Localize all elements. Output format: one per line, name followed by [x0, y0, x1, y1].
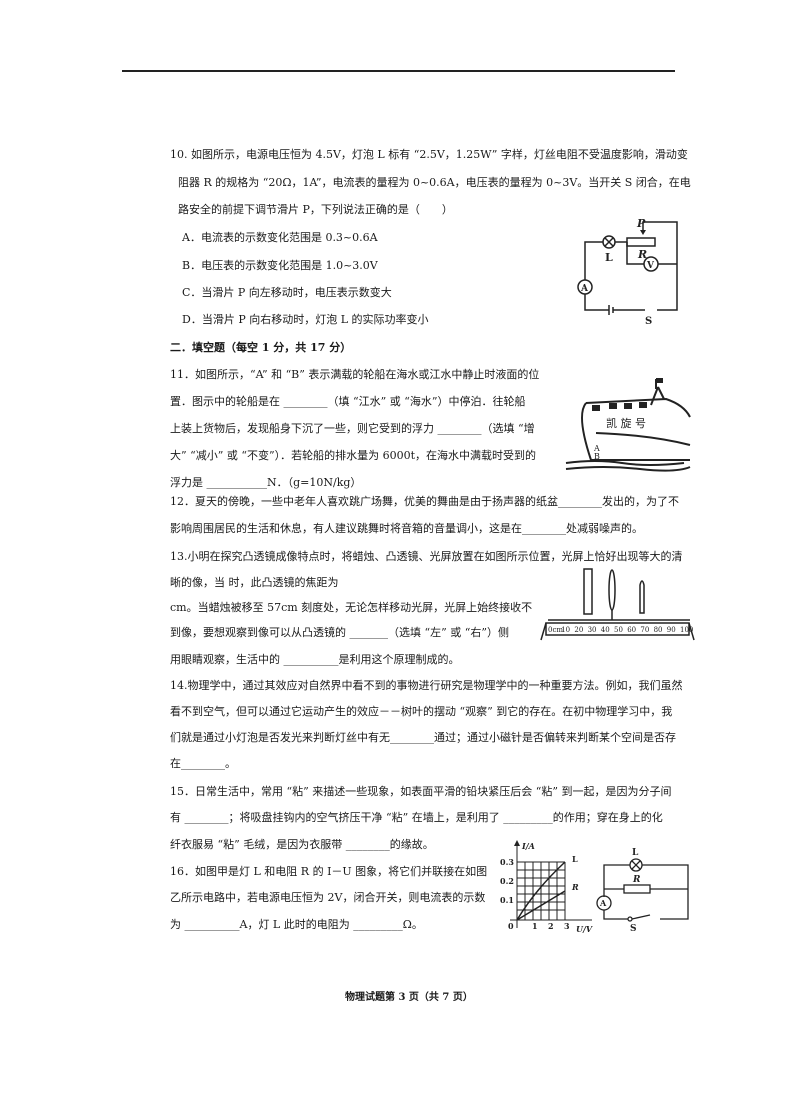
waterline-b-label: B: [594, 452, 600, 461]
ruler-tick-label: 40: [601, 626, 610, 634]
header-rule: [122, 70, 675, 72]
ammeter-label: A: [599, 898, 607, 908]
q11-line: 浮力是 ___________N．（g=10N/kg）: [170, 476, 362, 489]
ruler-tick-label: 10: [561, 626, 570, 634]
y-axis-label: I/A: [521, 841, 535, 851]
ruler-tick-label: 20: [574, 626, 583, 634]
q10-option-b: B．电压表的示数变化范围是 1.0~3.0V: [182, 259, 378, 272]
q15-line: 15．日常生活中，常用 “粘” 来描述一些现象，如表面平滑的铅块紧压后会 “粘”…: [170, 785, 672, 798]
q14-line: 14.物理学中，通过其效应对自然界中看不到的事物进行研究是物理学中的一种重要方法…: [170, 679, 683, 692]
q11-line: 11．如图所示，“A” 和 “B” 表示满载的轮船在海水或江水中静止时液面的位: [170, 368, 540, 381]
q10-option-a: A．电流表的示数变化范围是 0.3~0.6A: [182, 231, 378, 244]
page-footer: 物理试题第 3 页（共 7 页）: [345, 992, 473, 1003]
q11-line: 置．图示中的轮船是在 ________（填 “江水” 或 “海水”）中停泊．往轮…: [170, 395, 526, 408]
ruler-tick-label: 70: [640, 626, 649, 634]
ruler-tick-label: 80: [654, 626, 663, 634]
q15-line: 有 ________；将吸盘挂钩内的空气挤压干净 “粘” 在墙上，是利用了 __…: [170, 811, 663, 824]
ship-name: 凯 旋 号: [606, 416, 646, 430]
q10-option-c: C．当滑片 P 向左移动时，电压表示数变大: [182, 286, 392, 299]
series-label-l: L: [572, 854, 578, 864]
q13-line: 到像，要想观察到像可以从凸透镜的 _______（选填 “左” 或 “右”）侧: [170, 626, 509, 639]
q13-line: 晰的像，当 时，此凸透镜的焦距为: [170, 576, 339, 589]
q16-line: 乙所示电路中，若电源电压恒为 2V，闭合开关，则电流表的示数: [170, 891, 486, 904]
q10-circuit-diagram: P R L V A S: [577, 217, 678, 326]
switch-s-label: S: [645, 316, 652, 326]
ruler-tick-label: 60: [627, 626, 636, 634]
slider-p-label: P: [636, 217, 646, 230]
ruler-tick-label: 30: [588, 626, 597, 634]
x-tick: 0: [508, 921, 514, 931]
x-tick: 2: [548, 921, 554, 931]
q14-line: 在________。: [170, 757, 236, 770]
q11-line: 上装上货物后，发现船身下沉了一些，则它受到的浮力 ________（选填 “增: [170, 422, 535, 435]
y-tick: 0.3: [500, 857, 514, 867]
iu-graph: I/A U/V 0.3 0.2 0.1 0 1 2 3 L R: [500, 840, 593, 934]
q16-circuit-diagram: L R A S: [596, 848, 689, 933]
q16-line: 16．如图甲是灯 L 和电阻 R 的 I－U 图象，将它们并联接在如图: [170, 865, 488, 878]
resistor-r-label: R: [632, 875, 641, 885]
x-tick: 1: [532, 921, 538, 931]
ruler-tick-label: 0cm: [548, 626, 563, 634]
q13-line: 13.小明在探究凸透镜成像特点时，将蜡烛、凸透镜、光屏放置在如图所示位置，光屏上…: [170, 550, 683, 563]
y-tick: 0.2: [500, 876, 514, 886]
q10-option-d: D．当滑片 P 向右移动时，灯泡 L 的实际功率变小: [182, 313, 429, 326]
q13-line: cm。当蜡烛被移至 57cm 刻度处，无论怎样移动光屏，光屏上始终接收不: [170, 601, 533, 614]
resistor-r-label: R: [637, 248, 647, 261]
x-tick: 3: [564, 921, 570, 931]
q16-line: 为 __________A，灯 L 此时的电阻为 _________Ω。: [170, 918, 423, 931]
x-axis-label: U/V: [576, 924, 593, 934]
q12-line: 影响周围居民的生活和休息，有人建议跳舞时将音箱的音量调小，这是在________…: [170, 522, 643, 535]
series-label-r: R: [571, 882, 579, 892]
q14-line: 们就是通过小灯泡是否发光来判断灯丝中有无________通过；通过小磁针是否偏转…: [170, 731, 676, 744]
y-tick: 0.1: [500, 895, 514, 905]
q15-line: 纤衣服易 “粘” 毛绒，是因为衣服带 ________的缘故。: [170, 838, 434, 851]
q11-line: 大” “减小” 或 “不变”）．若轮船的排水量为 6000t，在海水中满载时受到…: [170, 449, 537, 462]
waterline-a-label: A: [593, 444, 600, 453]
q10-line: 阻器 R 的规格为 “20Ω，1A”，电流表的量程为 0~0.6A，电压表的量程…: [178, 176, 691, 189]
q13-line: 用眼睛观察，生活中的 __________是利用这个原理制成的。: [170, 653, 460, 666]
q14-line: 看不到空气，但可以通过它运动产生的效应－－树叶的摆动 “观察” 到它的存在。在初…: [170, 705, 673, 718]
lamp-l-label: L: [605, 251, 613, 264]
q10-line: 路安全的前提下调节滑片 P，下列说法正确的是（ ）: [178, 203, 453, 216]
voltmeter-label: V: [646, 261, 655, 271]
ammeter-label: A: [580, 284, 589, 294]
ship-figure: 凯 旋 号 A B: [565, 378, 691, 472]
section-2-heading: 二．填空题（每空 1 分，共 17 分）: [170, 341, 352, 354]
q12-line: 12．夏天的傍晚，一些中老年人喜欢跳广场舞，优美的舞曲是由于扬声器的纸盆____…: [170, 495, 679, 508]
ruler-tick-label: 100: [680, 626, 693, 634]
lamp-l-label: L: [632, 848, 639, 858]
ruler-tick-label: 90: [667, 626, 676, 634]
ruler-tick-label: 50: [614, 626, 623, 634]
q10-line: 10. 如图所示，电源电压恒为 4.5V，灯泡 L 标有 “2.5V，1.25W…: [170, 148, 688, 161]
switch-s-label: S: [630, 924, 637, 933]
